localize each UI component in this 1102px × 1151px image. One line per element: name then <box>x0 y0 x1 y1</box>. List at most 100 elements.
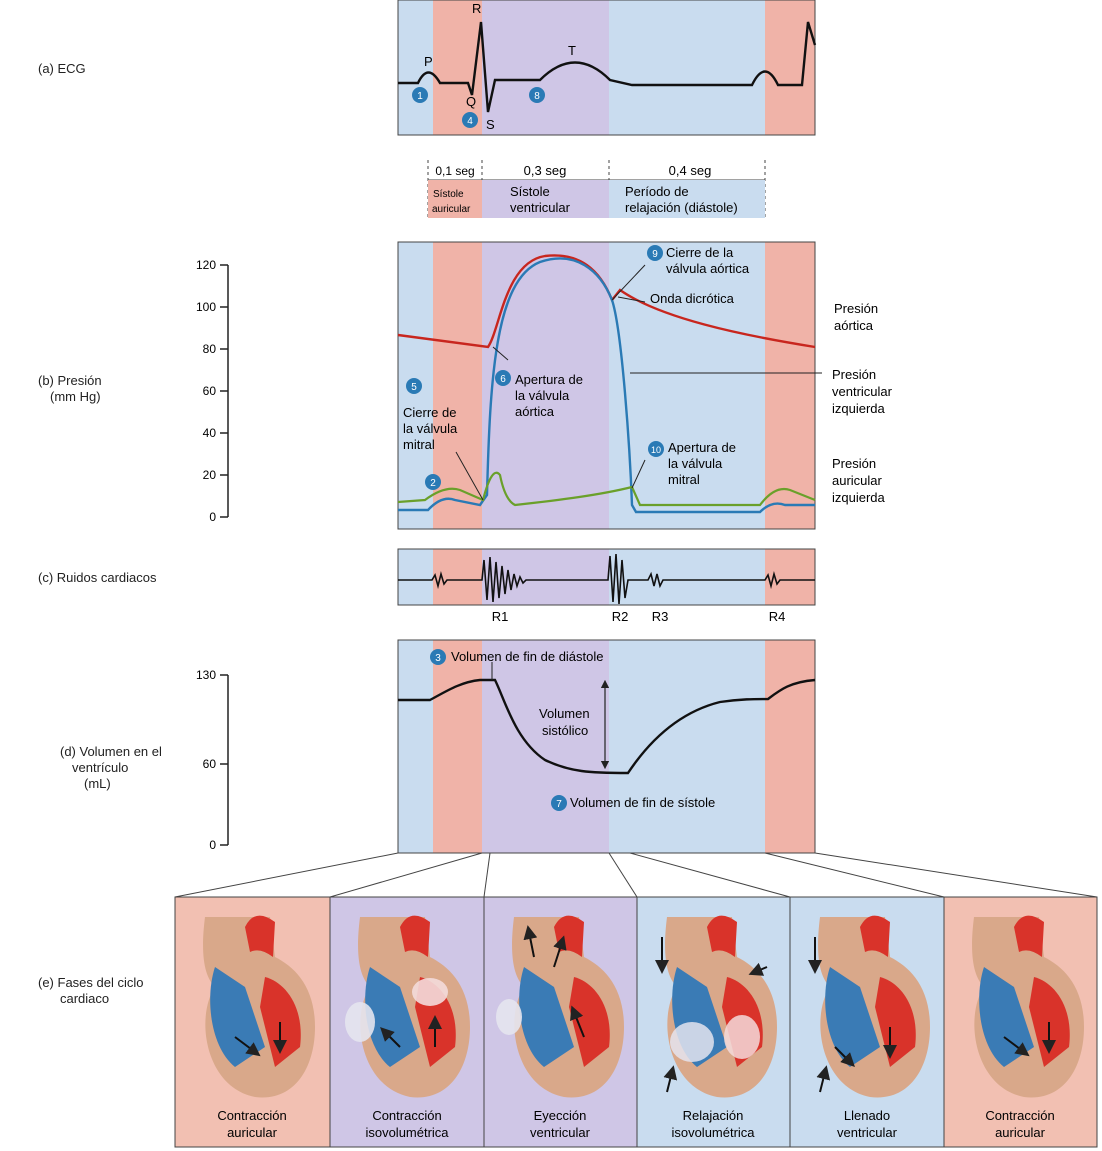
ecg-s-wave-label: S <box>486 117 495 132</box>
svg-text:3: 3 <box>435 653 441 664</box>
pressure-tick-60: 60 <box>203 384 217 398</box>
svg-text:6: 6 <box>500 374 506 385</box>
marker-2: 2 <box>425 474 441 490</box>
lv-pressure-label-2: ventricular <box>832 384 893 399</box>
ecg-p-wave-label: P <box>424 54 433 69</box>
timing-diastole-label-2: relajación (diástole) <box>625 200 738 215</box>
sounds-section-label: (c) Ruidos cardiacos <box>38 570 157 585</box>
heart-illustration-2 <box>345 915 470 1098</box>
timing-bar: 0,1 seg 0,3 seg 0,4 seg Sístole auricula… <box>427 160 766 218</box>
volume-tick-130: 130 <box>196 668 216 682</box>
marker-3: 3 <box>430 649 446 665</box>
svg-text:2: 2 <box>430 478 436 489</box>
pressure-panel: 120 100 80 60 40 20 0 2 5 6 9 10 Cier <box>196 241 893 530</box>
aortic-pressure-label-1: Presión <box>834 301 878 316</box>
svg-text:4: 4 <box>467 116 473 127</box>
phase-1-label-1: Contracción <box>217 1108 286 1123</box>
heart-illustration-5 <box>808 915 930 1098</box>
esv-label: Volumen de fin de sístole <box>570 795 715 810</box>
phase-2-label-1: Contracción <box>372 1108 441 1123</box>
phase-1-label-2: auricular <box>227 1125 278 1140</box>
timing-0.1s: 0,1 seg <box>435 164 474 178</box>
stroke-volume-label-1: Volumen <box>539 706 590 721</box>
ecg-q-wave-label: Q <box>466 94 476 109</box>
edv-label: Volumen de fin de diástole <box>451 649 604 664</box>
la-pressure-label-1: Presión <box>832 456 876 471</box>
phases-section-label: (e) Fases del ciclo <box>38 975 144 990</box>
heart-illustration-6 <box>972 915 1084 1098</box>
aortic-valve-close-label-1: Cierre de la <box>666 245 734 260</box>
marker-7: 7 <box>551 795 567 811</box>
sound-s2-label: R2 <box>612 609 629 624</box>
timing-diastole-label-1: Período de <box>625 184 689 199</box>
phase-4-label-2: isovolumétrica <box>671 1125 755 1140</box>
pressure-tick-100: 100 <box>196 300 216 314</box>
lv-pressure-label-3: izquierda <box>832 401 886 416</box>
timing-ventricular-systole-box <box>482 180 609 218</box>
aortic-valve-open-label-3: aórtica <box>515 404 555 419</box>
timing-0.3s: 0,3 seg <box>524 163 567 178</box>
volume-section-label: (d) Volumen en el <box>60 744 162 759</box>
volume-section-label-2: ventrículo <box>72 760 129 775</box>
svg-text:10: 10 <box>651 445 661 455</box>
pressure-tick-20: 20 <box>203 468 217 482</box>
ecg-r-wave-label: R <box>472 1 481 16</box>
phase-5-label-2: ventricular <box>837 1125 898 1140</box>
ecg-band-ventricular-systole <box>482 0 609 135</box>
stroke-volume-label-2: sistólico <box>542 723 588 738</box>
volume-unit-label: (mL) <box>84 776 111 791</box>
ecg-band-diastole-1 <box>398 0 433 135</box>
mitral-valve-open-label-2: la válvula <box>668 456 723 471</box>
volume-tick-0: 0 <box>209 838 216 852</box>
phases-section-label-2: cardiaco <box>60 991 110 1006</box>
heart-illustration-4 <box>655 915 777 1098</box>
pressure-tick-80: 80 <box>203 342 217 356</box>
marker-1: 1 <box>412 87 428 103</box>
la-pressure-label-2: auricular <box>832 473 883 488</box>
pressure-unit-label: (mm Hg) <box>50 389 101 404</box>
ecg-t-wave-label: T <box>568 43 576 58</box>
svg-text:8: 8 <box>534 91 540 102</box>
sound-s3-label: R3 <box>652 609 669 624</box>
marker-9: 9 <box>647 245 663 261</box>
ecg-band-diastole-2 <box>609 0 765 135</box>
pressure-tick-0: 0 <box>209 510 216 524</box>
heart-sound-trace <box>398 553 815 605</box>
aortic-pressure-label-2: aórtica <box>834 318 874 333</box>
timing-atrial-label-1: Sístole <box>433 189 464 200</box>
marker-10: 10 <box>648 441 664 457</box>
left-atrial-pressure-curve <box>397 471 816 507</box>
aortic-valve-open-label-1: Apertura de <box>515 372 583 387</box>
mitral-valve-close-label-3: mitral <box>403 437 435 452</box>
marker-4: 4 <box>462 112 478 128</box>
phase-2-label-2: isovolumétrica <box>365 1125 449 1140</box>
svg-text:5: 5 <box>411 382 417 393</box>
timing-ventricular-label-1: Sístole <box>510 184 550 199</box>
timing-ventricular-label-2: ventricular <box>510 200 571 215</box>
heart-illustration-1 <box>203 915 315 1098</box>
svg-text:1: 1 <box>417 91 423 102</box>
timing-atrial-systole-box <box>428 180 482 218</box>
heart-illustration-3 <box>496 915 624 1098</box>
phase-6-label-2: auricular <box>995 1125 1046 1140</box>
sound-s4-label: R4 <box>769 609 786 624</box>
pressure-section-label: (b) Presión <box>38 373 102 388</box>
marker-6: 6 <box>495 370 511 386</box>
phase-4-label-1: Relajación <box>683 1108 744 1123</box>
dicrotic-wave-label: Onda dicrótica <box>650 291 735 306</box>
ecg-trace <box>398 21 817 113</box>
heart-sounds-panel: R1 R2 R3 R4 <box>397 548 816 624</box>
phase-6-label-1: Contracción <box>985 1108 1054 1123</box>
marker-5: 5 <box>406 378 422 394</box>
timing-diastole-box <box>609 180 765 218</box>
aortic-valve-close-label-2: válvula aórtica <box>666 261 750 276</box>
timing-0.4s: 0,4 seg <box>669 163 712 178</box>
svg-text:9: 9 <box>652 249 658 260</box>
volume-panel: 130 60 0 3 7 Volumen de fin de diástole … <box>196 639 816 854</box>
svg-text:7: 7 <box>556 799 562 810</box>
phase-5-label-1: Llenado <box>844 1108 890 1123</box>
ecg-band-atrial-systole-2 <box>765 0 815 135</box>
mitral-valve-open-label-1: Apertura de <box>668 440 736 455</box>
aortic-valve-open-label-2: la válvula <box>515 388 570 403</box>
